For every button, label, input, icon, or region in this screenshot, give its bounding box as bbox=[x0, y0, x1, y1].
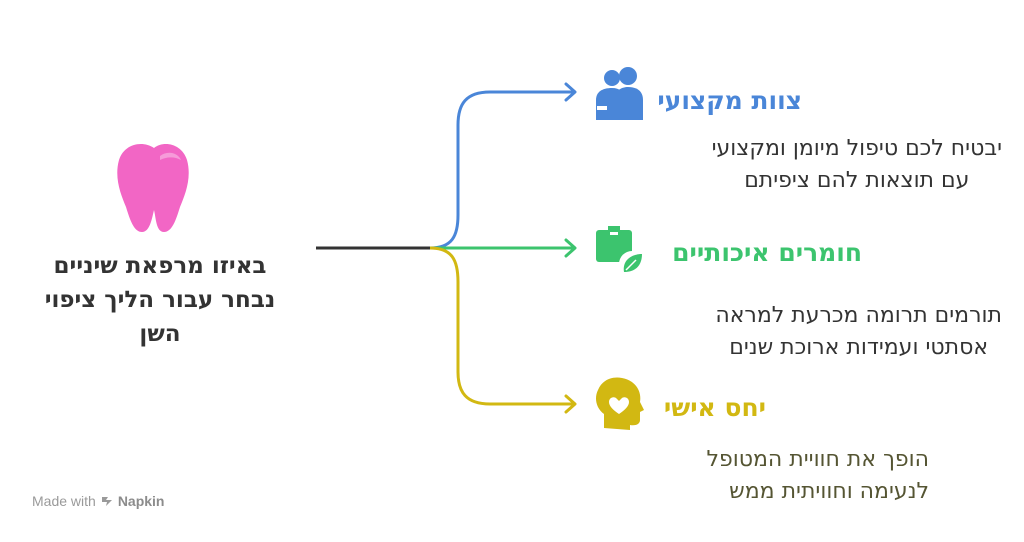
description-line: עם תוצאות להם ציפיתם bbox=[744, 168, 970, 193]
main-question: באיזו מרפאת שיניים נבחר עבור הליך ציפוי … bbox=[10, 249, 310, 351]
credit-prefix: Made with bbox=[32, 493, 96, 509]
branch-line-personal-attention bbox=[429, 246, 574, 406]
made-with-credit[interactable]: Made with Napkin bbox=[32, 493, 165, 509]
description-personal-attention: הופך את חוויית המטופל לנעימה וחוויתית ממ… bbox=[706, 444, 929, 508]
heading-professional-team: צוות מקצועי bbox=[657, 86, 802, 115]
main-question-line-3: השן bbox=[139, 321, 181, 347]
eco-package-icon bbox=[596, 226, 645, 277]
head-heart-icon bbox=[596, 377, 644, 430]
heading-personal-attention: יחס אישי bbox=[663, 393, 766, 422]
main-question-line-2: נבחר עבור הליך ציפוי bbox=[44, 287, 276, 313]
description-line: אסתטי ועמידות ארוכת שנים bbox=[729, 335, 989, 360]
branch-line-professional-team bbox=[429, 90, 574, 250]
team-icon bbox=[596, 67, 643, 120]
description-professional-team: יבטיח לכם טיפול מיומן ומקצועי עם תוצאות … bbox=[712, 133, 1002, 197]
description-line: תורמים תרומה מכרעת למראה bbox=[715, 303, 1002, 328]
tooth-icon bbox=[117, 144, 189, 232]
main-question-line-1: באיזו מרפאת שיניים bbox=[53, 253, 267, 279]
credit-brand: Napkin bbox=[117, 493, 165, 509]
description-line: לנעימה וחוויתית ממש bbox=[729, 479, 929, 504]
description-line: יבטיח לכם טיפול מיומן ומקצועי bbox=[711, 136, 1002, 161]
heading-quality-materials: חומרים איכותיים bbox=[672, 238, 862, 267]
arrowhead-professional-team bbox=[564, 82, 577, 102]
arrowhead-quality-materials bbox=[564, 238, 577, 258]
description-quality-materials: תורמים תרומה מכרעת למראה אסתטי ועמידות א… bbox=[715, 300, 1002, 364]
arrowhead-personal-attention bbox=[564, 394, 577, 414]
napkin-logo-icon bbox=[100, 494, 114, 508]
description-line: הופך את חוויית המטופל bbox=[706, 447, 929, 472]
tooth-shine bbox=[160, 152, 181, 160]
